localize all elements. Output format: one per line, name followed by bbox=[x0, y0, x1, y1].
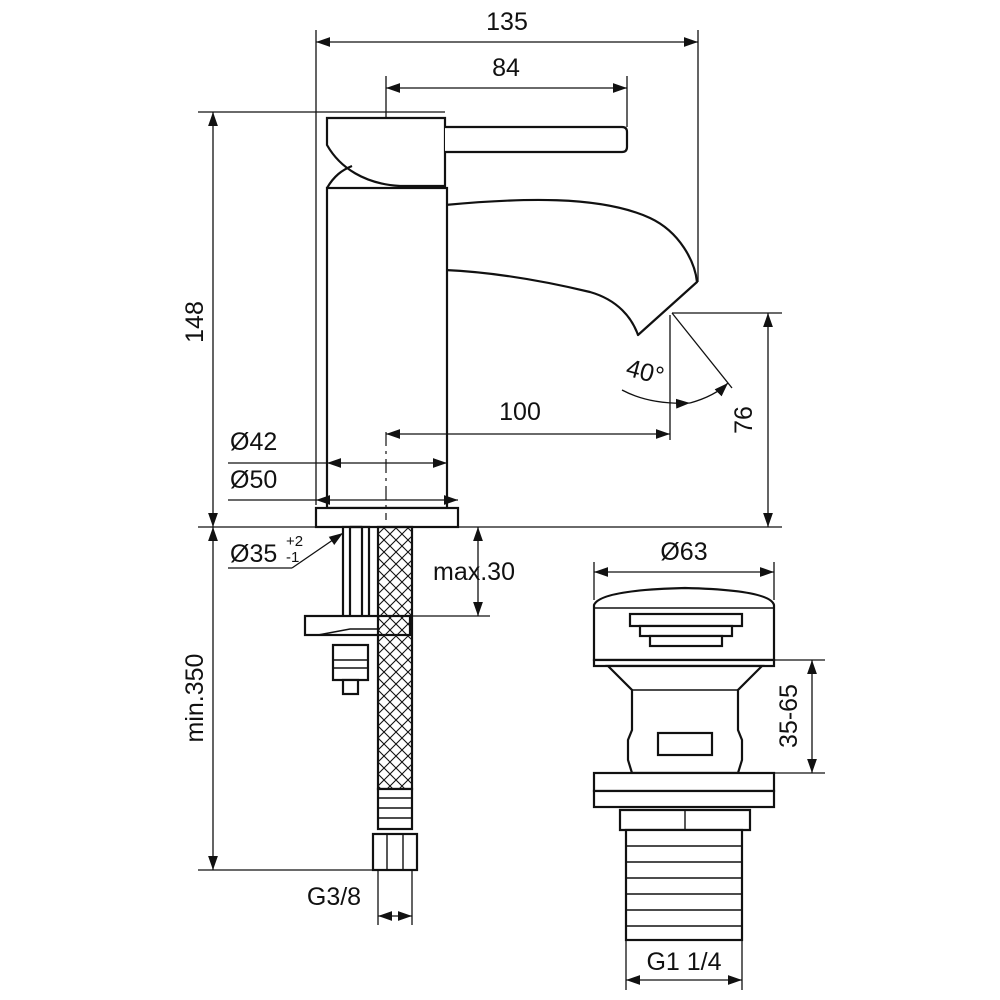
label-body-diameter: Ø42 bbox=[230, 428, 277, 456]
label-total-height: 148 bbox=[181, 301, 209, 343]
waste-overflow-slot bbox=[656, 731, 714, 757]
flexible-hose bbox=[376, 525, 414, 791]
label-max-thickness: max.30 bbox=[433, 558, 515, 586]
label-spout-angle: 40° bbox=[623, 354, 667, 391]
label-spout-height: 76 bbox=[730, 406, 758, 434]
label-overall-width: 135 bbox=[486, 8, 528, 36]
waste-dimensions bbox=[593, 562, 825, 990]
label-waste-height: 35-65 bbox=[775, 684, 803, 748]
faucet-handle-hub bbox=[325, 116, 447, 188]
faucet-dimensions bbox=[198, 30, 782, 925]
waste-body bbox=[605, 664, 765, 775]
hose-nut bbox=[371, 832, 419, 872]
label-cap-diameter: Ø63 bbox=[660, 538, 707, 566]
faucet-drawing bbox=[303, 116, 699, 872]
waste-lower-flange bbox=[592, 771, 776, 793]
fixing-nut bbox=[331, 643, 370, 682]
label-hole-tol-plus: +2 bbox=[286, 533, 303, 550]
label-hole-tol-minus: -1 bbox=[286, 549, 299, 566]
label-waste-thread: G1 1/4 bbox=[646, 948, 721, 976]
label-hole-diameter: Ø35 bbox=[230, 540, 277, 568]
label-hose-thread: G3/8 bbox=[307, 883, 361, 911]
mounting-shank bbox=[341, 525, 371, 634]
dimension-labels: 135 84 148 100 76 40° Ø42 Ø50 Ø35 +2 -1 … bbox=[181, 8, 803, 976]
waste-threaded-tail bbox=[624, 828, 744, 942]
waste-valve-drawing bbox=[592, 586, 776, 942]
faucet-body bbox=[325, 186, 449, 510]
faucet-spout bbox=[435, 198, 699, 337]
faucet-handle-lever bbox=[445, 125, 629, 154]
label-hose-length: min.350 bbox=[181, 654, 209, 743]
faucet-collar bbox=[326, 164, 353, 189]
hose-ferrule bbox=[376, 787, 414, 831]
label-handle-reach: 84 bbox=[492, 54, 520, 82]
faucet-base bbox=[314, 506, 460, 529]
label-spout-reach: 100 bbox=[499, 398, 541, 426]
label-base-diameter: Ø50 bbox=[230, 466, 277, 494]
